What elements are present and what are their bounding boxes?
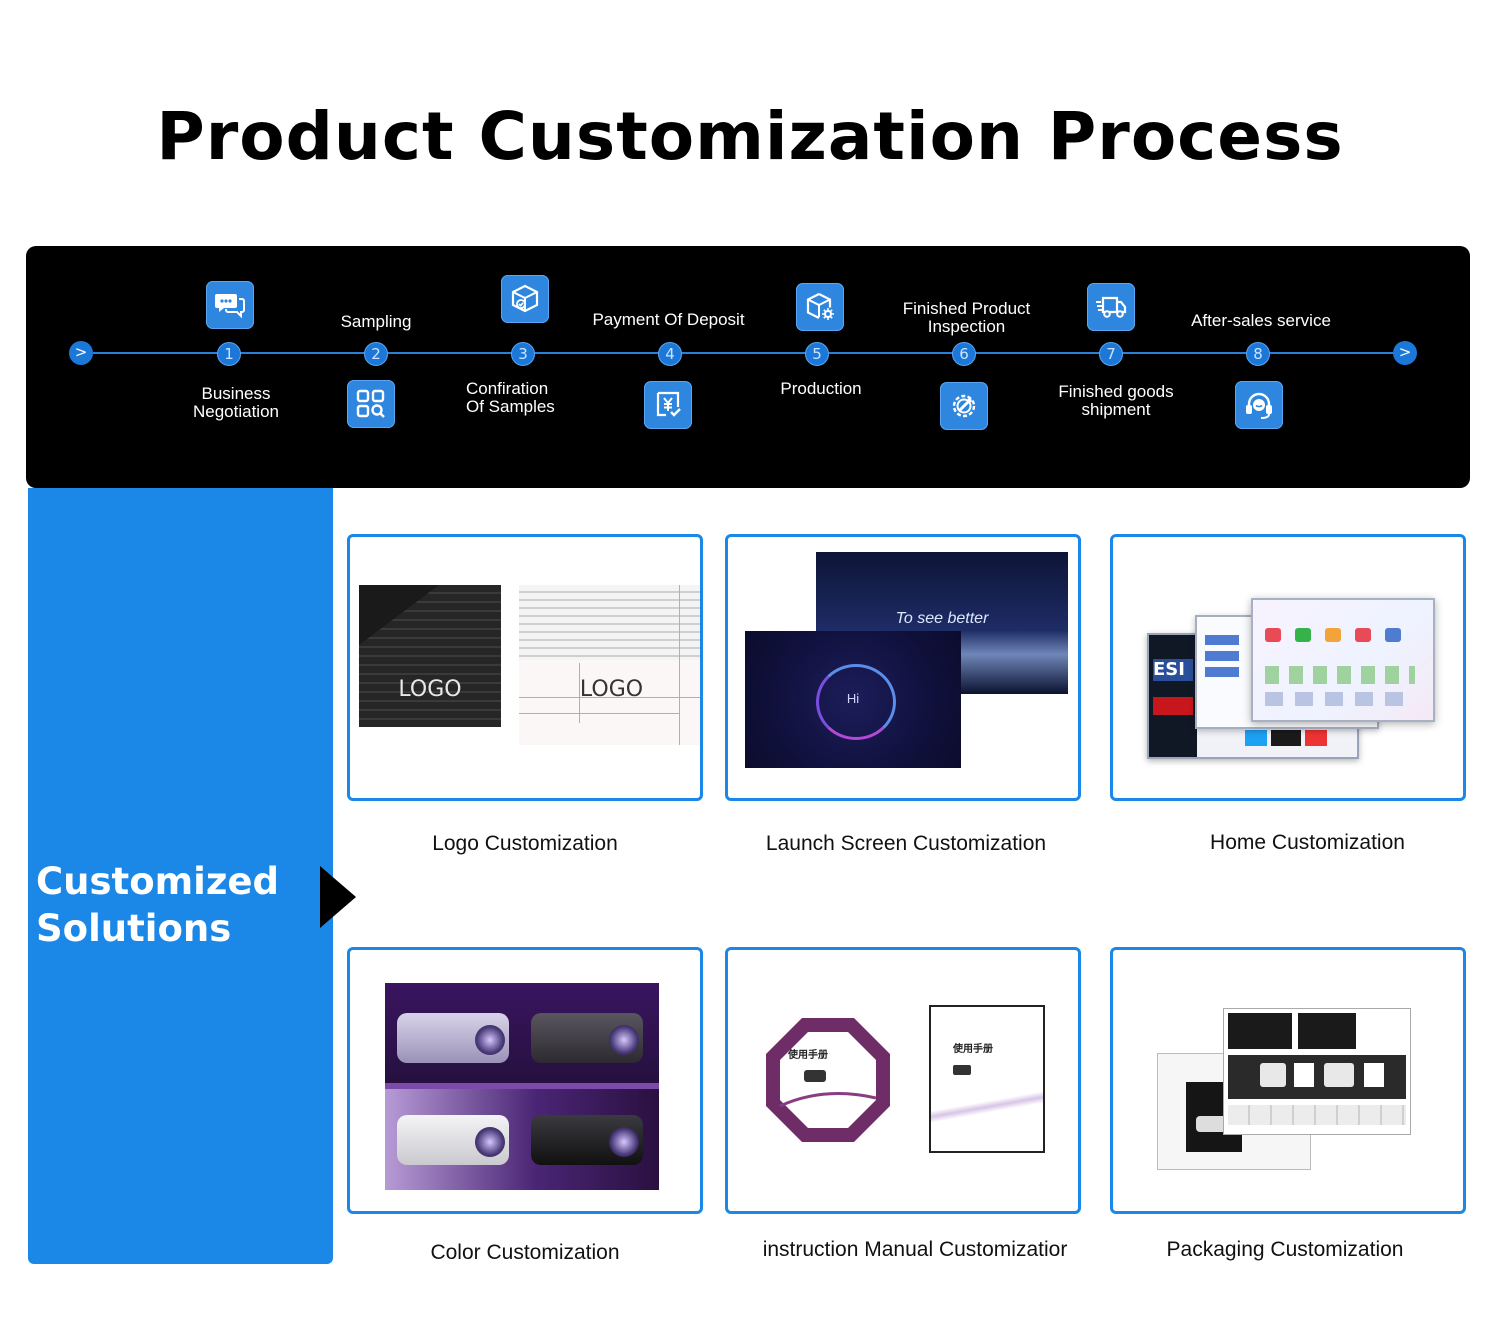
instruction-manual-customization-card[interactable]: 使用手册 使用手册 bbox=[725, 947, 1081, 1214]
step-number-1: 1 bbox=[217, 342, 241, 366]
step-number-3: 3 bbox=[511, 342, 535, 366]
grid-search-icon bbox=[347, 380, 395, 428]
logo-customization-card[interactable]: LOGO LOGO bbox=[347, 534, 703, 801]
packaging-customization-label: Packaging Customization bbox=[1166, 1238, 1404, 1261]
color-customization-label: Color Customization bbox=[430, 1241, 620, 1264]
pointer-arrow-icon bbox=[320, 866, 356, 928]
launch-hi-text: Hi bbox=[846, 691, 860, 706]
launch-tagline: To see better bbox=[895, 610, 989, 627]
color-projectors-image bbox=[385, 983, 659, 1190]
chat-icon bbox=[206, 281, 254, 329]
solutions-title: Customized Solutions bbox=[36, 858, 279, 952]
step-number-5: 5 bbox=[805, 342, 829, 366]
process-line bbox=[81, 352, 1406, 354]
step-number-8: 8 bbox=[1246, 342, 1270, 366]
packaging-dieline-front bbox=[1223, 1008, 1411, 1135]
manual-octagon-image bbox=[766, 1018, 890, 1142]
logo-text-blueprint: LOGO bbox=[579, 677, 644, 702]
next-arrow-icon[interactable]: > bbox=[1393, 341, 1417, 365]
page-title: Product Customization Process bbox=[156, 98, 1344, 175]
logo-text-dark: LOGO bbox=[398, 677, 462, 702]
headset-icon bbox=[1235, 381, 1283, 429]
logo-blueprint-image: LOGO bbox=[519, 585, 700, 745]
launch-screen-hi-image: Hi bbox=[745, 631, 961, 768]
home-customization-card[interactable]: ESI bbox=[1110, 534, 1466, 801]
launch-screen-customization-label: Launch Screen Customization bbox=[765, 832, 1047, 855]
manual-cover-title-1: 使用手册 bbox=[788, 1050, 828, 1061]
gear-wrench-icon bbox=[940, 382, 988, 430]
step-label-8: After-sales service bbox=[1191, 311, 1331, 330]
solutions-panel bbox=[28, 488, 333, 1264]
step-number-2: 2 bbox=[364, 342, 388, 366]
box-check-icon bbox=[501, 275, 549, 323]
color-customization-card[interactable] bbox=[347, 947, 703, 1214]
truck-icon bbox=[1087, 283, 1135, 331]
step-number-4: 4 bbox=[658, 342, 682, 366]
launch-screen-customization-card[interactable]: To see better Hi bbox=[725, 534, 1081, 801]
logo-box-image: LOGO bbox=[359, 585, 501, 727]
home-customization-label: Home Customization bbox=[1210, 831, 1405, 854]
step-label-4: Payment Of Deposit bbox=[592, 310, 745, 329]
step-number-6: 6 bbox=[952, 342, 976, 366]
box-gear-icon bbox=[796, 283, 844, 331]
solutions-title-line2: Solutions bbox=[36, 907, 232, 950]
solutions-title-line1: Customized bbox=[36, 860, 279, 903]
instruction-manual-customization-label: instruction Manual Customizatior bbox=[762, 1238, 1068, 1261]
manual-cover-title-2: 使用手册 bbox=[953, 1044, 993, 1055]
home-screen-front-image bbox=[1251, 598, 1435, 722]
logo-customization-label: Logo Customization bbox=[432, 832, 618, 855]
yen-payment-icon bbox=[644, 381, 692, 429]
prev-arrow-icon[interactable]: > bbox=[69, 341, 93, 365]
step-number-7: 7 bbox=[1099, 342, 1123, 366]
packaging-customization-card[interactable] bbox=[1110, 947, 1466, 1214]
manual-book-image bbox=[929, 1005, 1045, 1153]
step-label-5: Production bbox=[780, 379, 862, 398]
step-label-2: Sampling bbox=[340, 312, 412, 331]
